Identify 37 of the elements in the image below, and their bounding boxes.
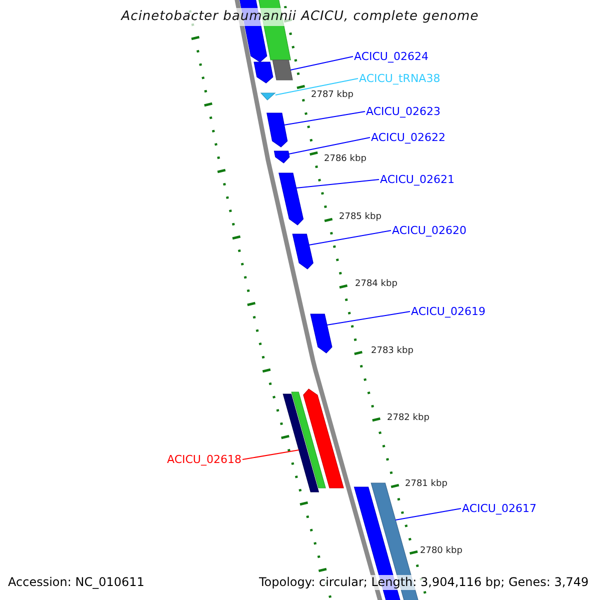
- gene-block: [266, 112, 288, 148]
- gene-label: ACICU_02617: [462, 502, 536, 515]
- scale-label: 2783 kbp: [371, 346, 414, 357]
- scale-label: 2780 kbp: [420, 546, 462, 557]
- leader-line: [242, 450, 300, 460]
- gene-block: [274, 150, 290, 164]
- leader-line: [290, 56, 354, 70]
- gene-block: [303, 388, 344, 488]
- leader-line: [274, 78, 358, 96]
- gene-label: ACICU_02619: [411, 305, 486, 318]
- scale-label: 2781 kbp: [405, 479, 448, 490]
- gene-label: ACICU_02621: [380, 173, 454, 186]
- scale-label: 2785 kbp: [339, 212, 382, 223]
- feature-bar: [291, 392, 326, 488]
- gene-block: [292, 234, 314, 270]
- leader-line: [296, 179, 380, 188]
- gene-label: ACICU_02620: [392, 224, 466, 237]
- leader-line: [326, 311, 410, 326]
- gene-label: ACICU_tRNA38: [359, 72, 440, 85]
- scale-label: 2787 kbp: [311, 90, 354, 101]
- leader-line: [288, 137, 370, 154]
- genome-info-text: Topology: circular; Length: 3,904,116 bp; Genes: 3,749: [259, 575, 589, 590]
- feature-bar: [282, 394, 320, 492]
- triangle-marker: [260, 92, 276, 100]
- accession-text: Accession: NC_010611: [8, 575, 144, 590]
- gene-block: [278, 172, 304, 226]
- scale-label: 2784 kbp: [355, 279, 398, 290]
- leader-line: [308, 230, 392, 246]
- leader-line: [284, 111, 366, 126]
- gene-label: ACICU_02624: [354, 50, 428, 63]
- scale-label: 2782 kbp: [387, 413, 430, 424]
- gene-label: ACICU_02618: [167, 453, 242, 466]
- gene-block: [254, 62, 274, 84]
- scale-label: 2786 kbp: [324, 154, 366, 165]
- gene-label: ACICU_02622: [371, 131, 446, 144]
- gene-block: [310, 314, 332, 354]
- gene-label: ACICU_02623: [366, 105, 440, 118]
